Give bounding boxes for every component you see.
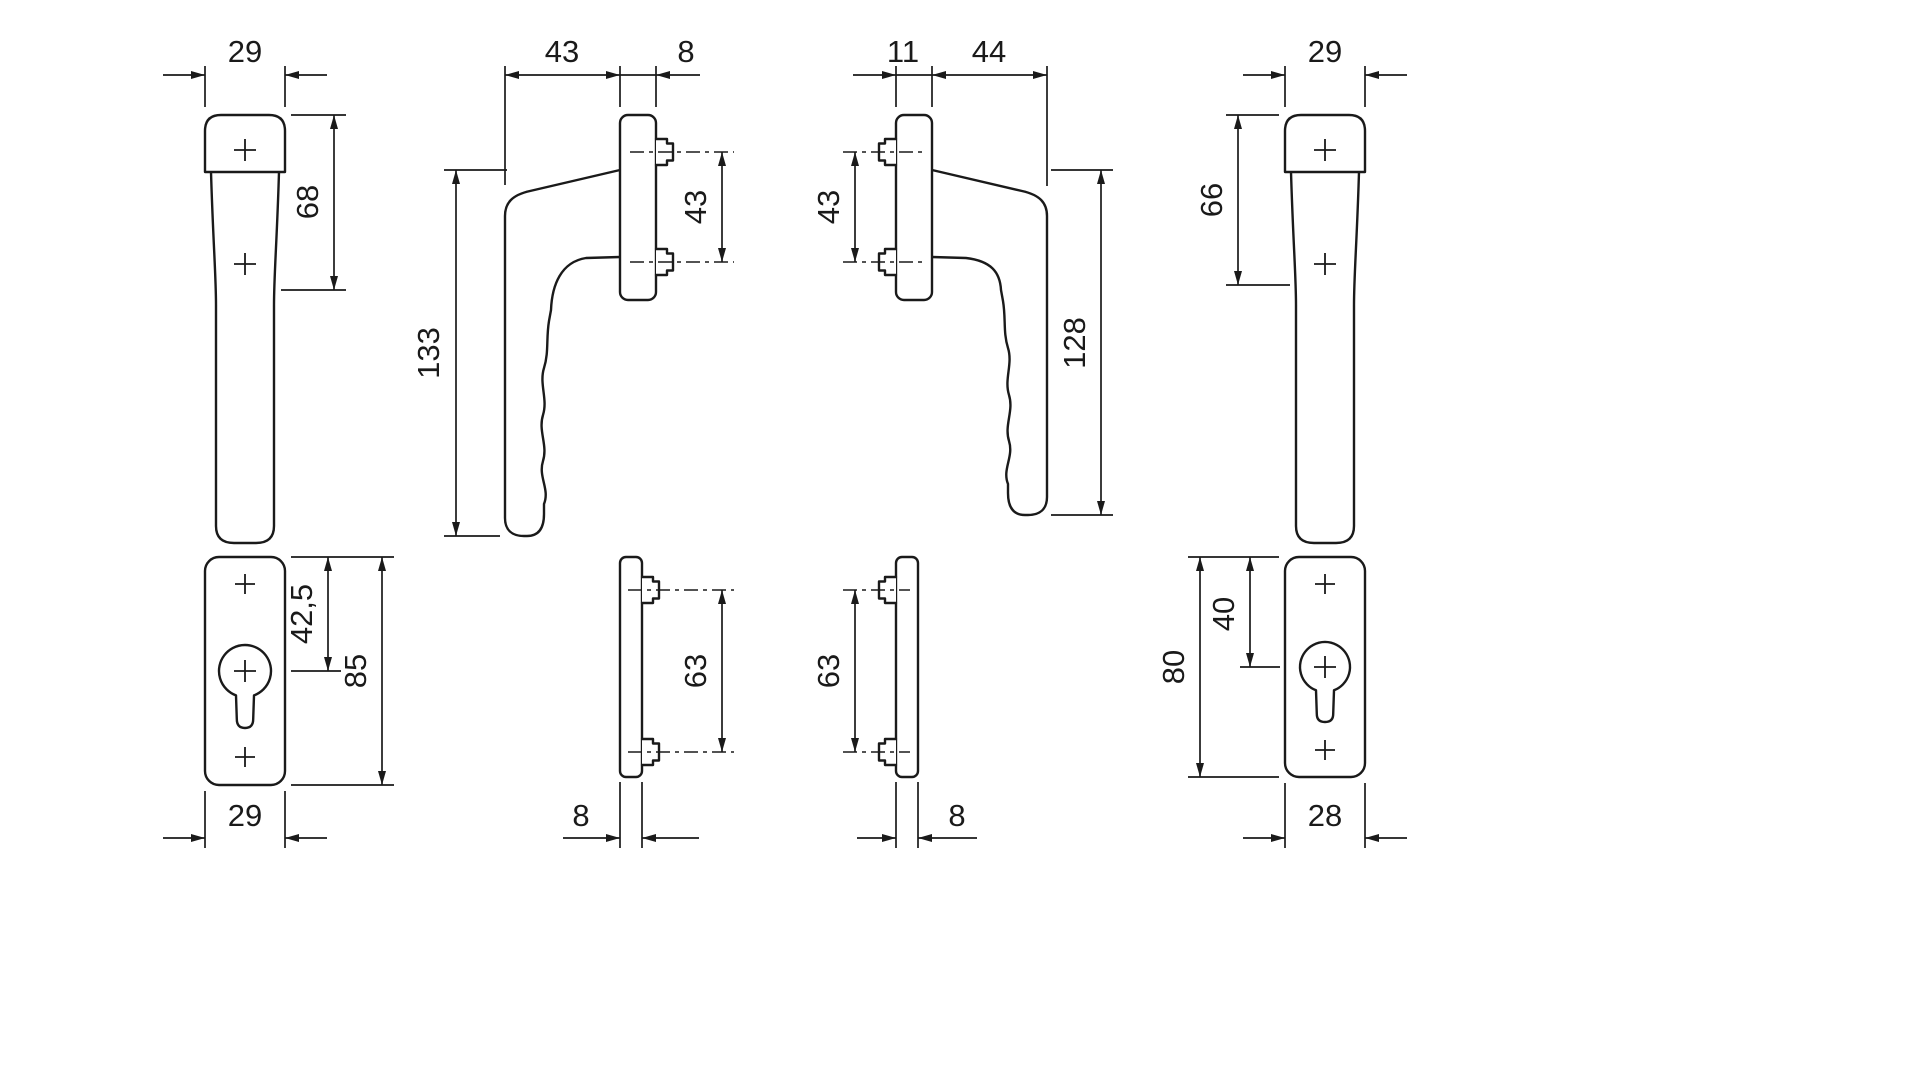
view-plate-side-right: 63 8 <box>811 555 977 848</box>
dim-cylinder-center-42-5: 42,5 <box>284 556 394 672</box>
dim-label: 40 <box>1206 597 1241 631</box>
dim-label: 29 <box>1308 34 1342 69</box>
dim-label: 11 <box>887 34 919 69</box>
screw-cross-icon <box>235 574 255 594</box>
center-cross-icon <box>234 139 256 161</box>
center-cross-icon <box>234 253 256 275</box>
view-plate-side-left: 63 8 <box>563 555 734 848</box>
view-plate-front-right: 80 40 28 <box>1156 555 1407 848</box>
dim-plate-thickness-11: 11 <box>853 34 932 107</box>
plate-side-outline <box>894 555 920 779</box>
screw-cross-icon <box>1315 740 1335 760</box>
handle-side-outline <box>503 168 622 538</box>
dim-label: 8 <box>677 34 694 69</box>
dim-height-80: 80 <box>1156 556 1279 778</box>
screw-cross-icon <box>235 747 255 767</box>
dim-label: 128 <box>1057 317 1092 369</box>
dim-label: 68 <box>290 185 325 219</box>
dim-width-29-bottom: 29 <box>163 791 327 848</box>
dim-label: 42,5 <box>284 584 319 644</box>
dim-screw-distance-43: 43 <box>811 152 859 262</box>
dim-projection-44: 44 <box>931 34 1048 186</box>
dim-screw-distance-43: 43 <box>678 152 726 262</box>
dim-cylinder-center-40: 40 <box>1206 557 1280 668</box>
dim-projection-43: 43 <box>504 34 621 185</box>
dim-label: 43 <box>545 34 579 69</box>
dim-label: 44 <box>972 34 1006 69</box>
mounting-plate-outline <box>618 113 658 302</box>
cylinder-center-cross-icon <box>1314 656 1336 678</box>
dim-label: 29 <box>228 34 262 69</box>
dim-width-28: 28 <box>1243 783 1407 848</box>
center-cross-icon <box>1314 253 1336 275</box>
dim-label: 63 <box>811 654 846 688</box>
mounting-plate-outline <box>894 113 934 302</box>
handle-side-outline <box>930 168 1049 517</box>
cylinder-center-cross-icon <box>234 660 256 682</box>
dim-length-128: 128 <box>1051 169 1113 516</box>
dim-width-29: 29 <box>163 34 327 107</box>
dim-label: 29 <box>228 798 262 833</box>
dim-label: 43 <box>811 190 846 224</box>
view-handle-front-right: 29 66 <box>1194 34 1407 545</box>
dim-screw-distance-63: 63 <box>811 590 859 752</box>
handle-grip-outline <box>209 170 281 545</box>
dim-label: 66 <box>1194 183 1229 217</box>
dim-height-85: 85 <box>291 557 394 786</box>
dim-plate-thickness-8: 8 <box>620 34 700 107</box>
dim-height-68: 68 <box>281 114 346 291</box>
view-handle-side-right: 11 44 43 128 <box>811 34 1113 517</box>
center-cross-icon <box>1314 139 1336 161</box>
view-plate-front-left: 42,5 85 29 <box>163 555 394 848</box>
dim-label: 8 <box>572 798 589 833</box>
dim-height-66: 66 <box>1194 114 1290 286</box>
dim-label: 85 <box>338 654 373 688</box>
dim-label: 43 <box>678 190 713 224</box>
dim-length-133: 133 <box>411 169 507 537</box>
dim-thickness-8: 8 <box>857 782 977 848</box>
cylinder-keyhole <box>1298 640 1352 724</box>
dim-label: 133 <box>411 327 446 379</box>
dim-thickness-8: 8 <box>563 782 699 848</box>
plate-side-outline <box>618 555 644 779</box>
dim-label: 80 <box>1156 650 1191 684</box>
cylinder-keyhole <box>217 643 273 730</box>
handle-grip-outline <box>1289 170 1361 545</box>
dim-label: 63 <box>678 654 713 688</box>
dim-width-29: 29 <box>1243 34 1407 107</box>
screw-cross-icon <box>1315 574 1335 594</box>
view-handle-front-left: 29 68 <box>163 34 346 545</box>
view-handle-side-left: 43 8 133 43 <box>411 34 734 538</box>
dim-screw-distance-63: 63 <box>678 590 726 752</box>
dim-label: 8 <box>948 798 965 833</box>
dim-label: 28 <box>1308 798 1342 833</box>
